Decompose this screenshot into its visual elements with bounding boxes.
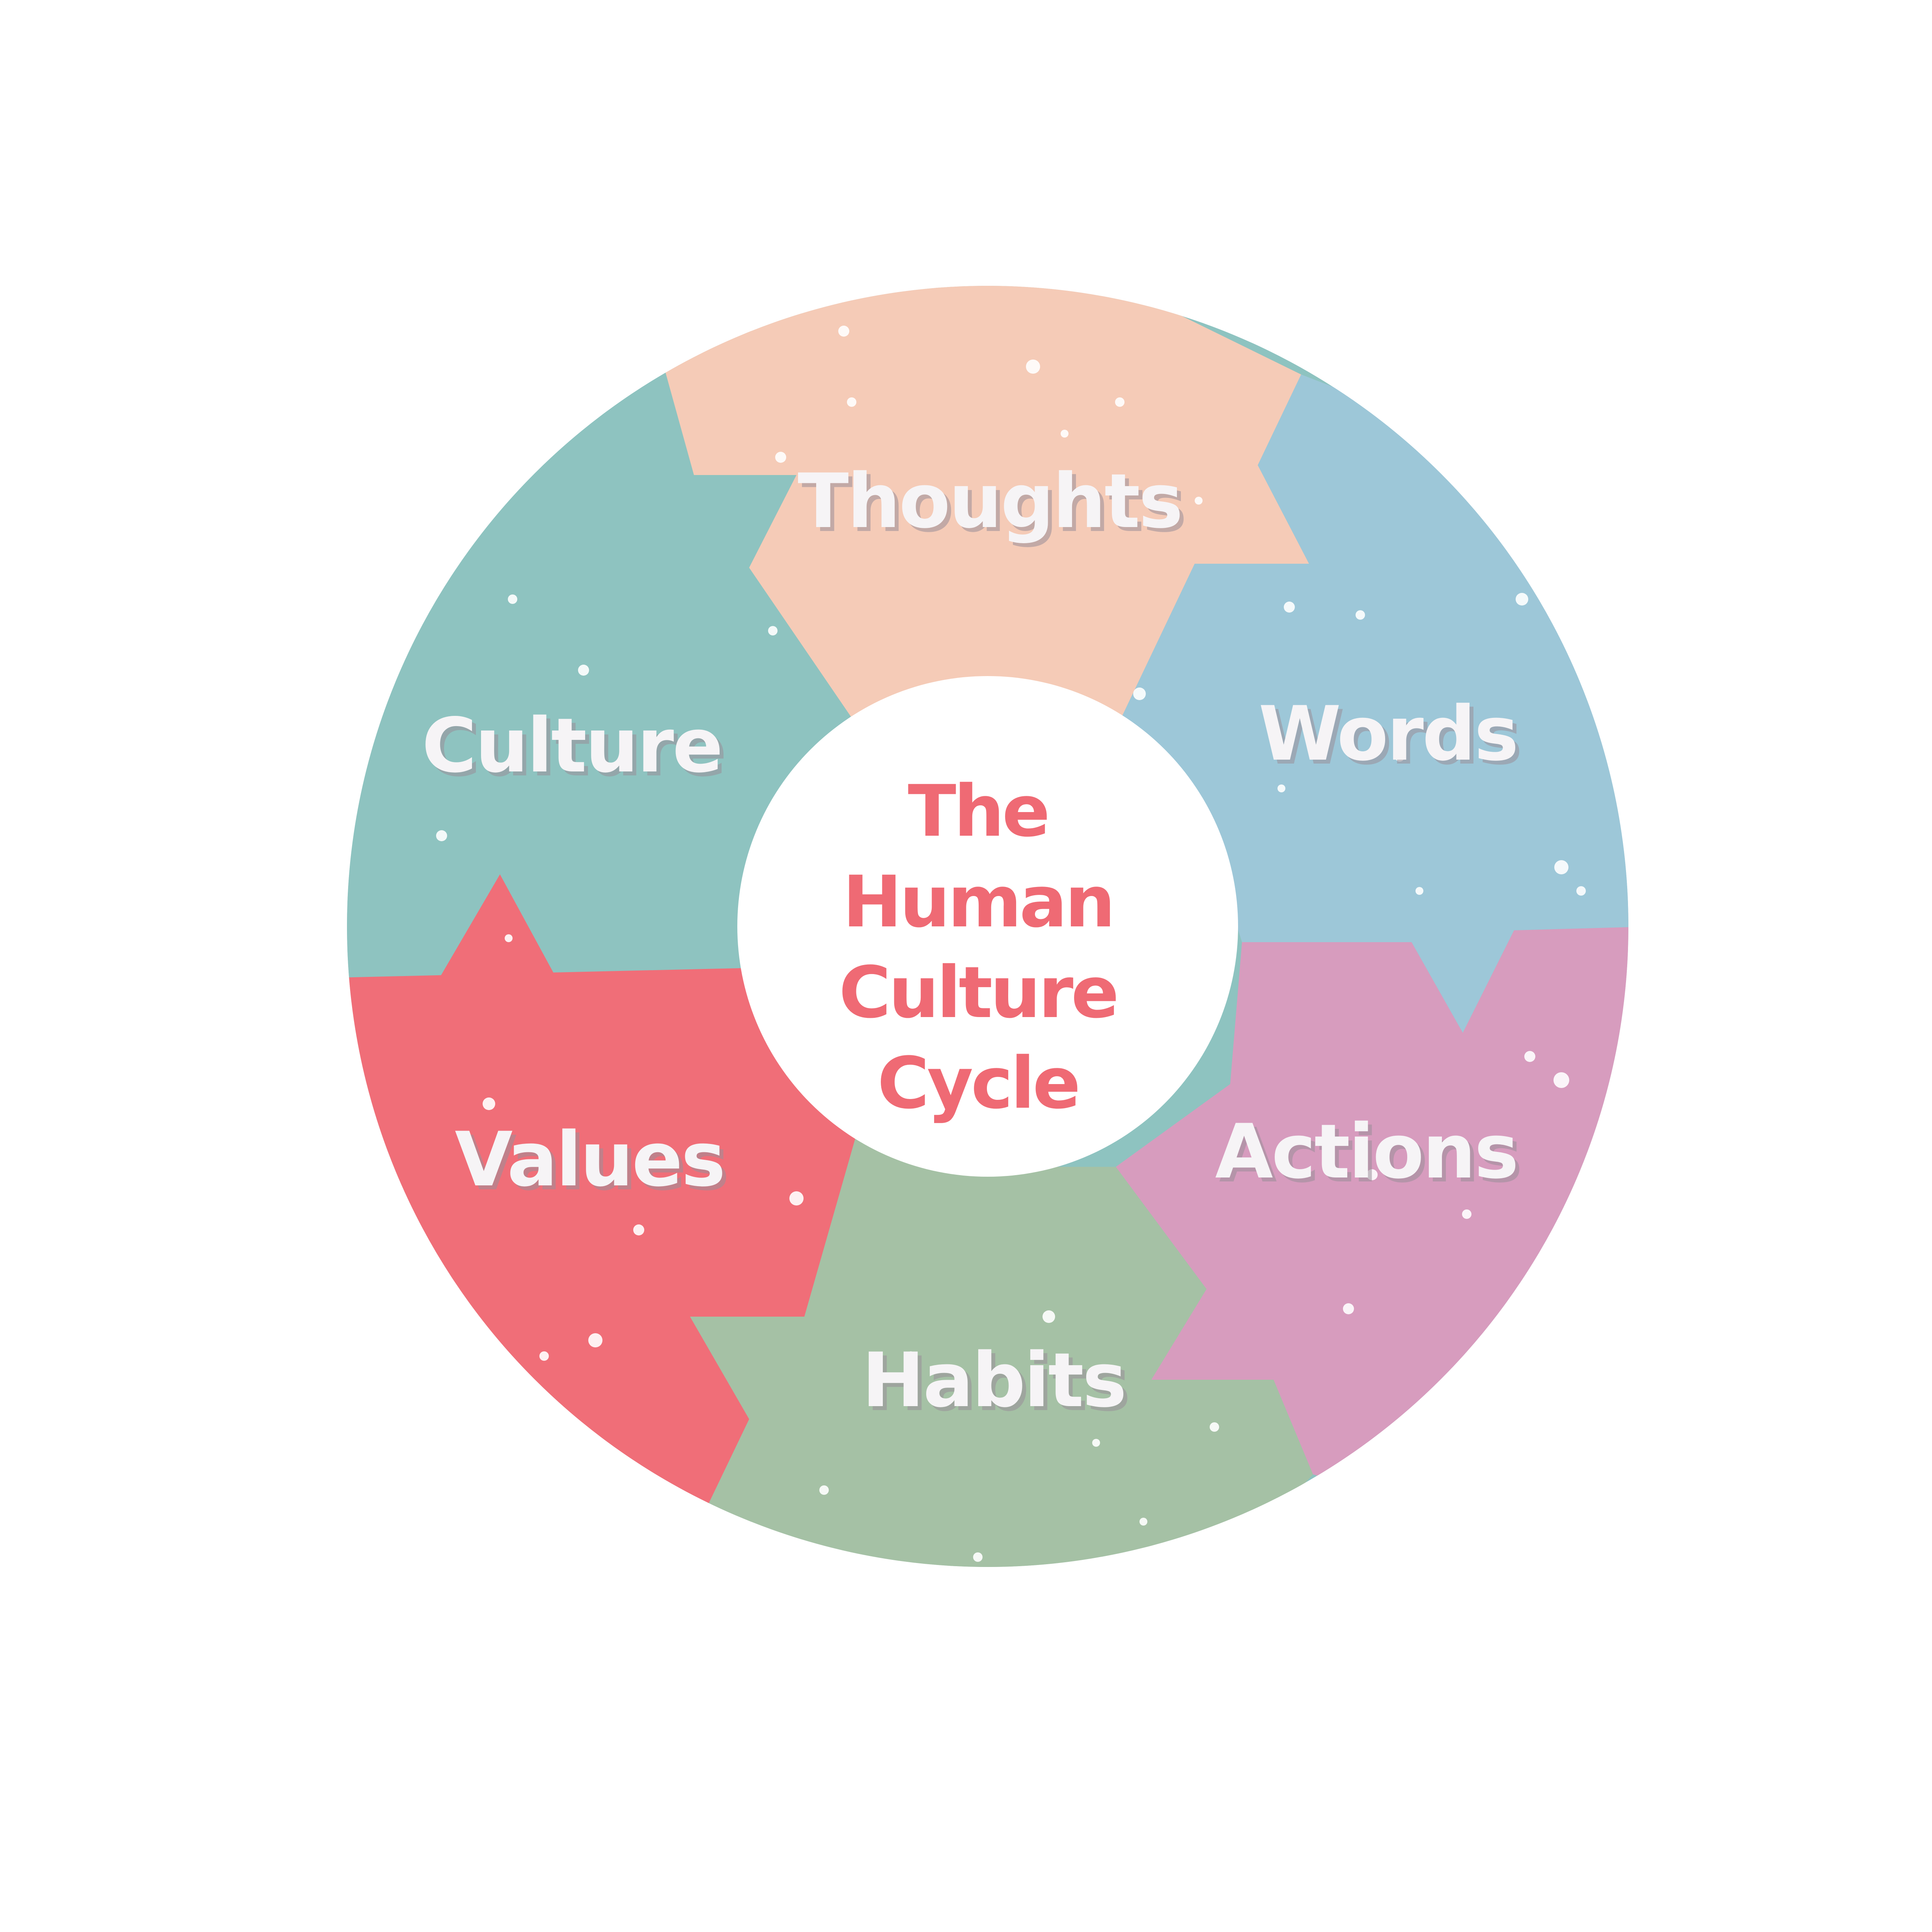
label-thoughts-shadow: Thoughts [802,462,1186,549]
label-words-shadow: Words [1263,694,1521,781]
label-actions-shadow: Actions [1219,1112,1522,1199]
label-values: Values [455,1116,724,1203]
segment-labels: Thoughts Thoughts Words Words Actions Ac… [422,458,1523,1428]
label-values-shadow: Values [459,1120,728,1207]
label-actions: Actions [1215,1108,1518,1195]
label-habits-shadow: Habits [866,1341,1129,1428]
speckle-texture [436,326,1586,1562]
center-title: The Human Culture Cycle [839,770,1119,1125]
segment-habits [690,1123,1313,1567]
center-title-line-4: Cycle [877,1042,1078,1125]
label-words: Words [1259,690,1517,777]
segment-thoughts [639,286,1309,729]
label-habits: Habits [862,1337,1125,1424]
label-culture: Culture [422,702,722,789]
label-thoughts: Thoughts [798,458,1182,545]
center-hub [737,676,1238,1177]
label-culture-shadow: Culture [426,706,725,793]
center-title-line-2: Human [843,861,1113,943]
center-title-line-3: Culture [839,952,1117,1034]
values-arrow-tip [440,874,554,978]
center-title-line-1: The [908,770,1048,853]
